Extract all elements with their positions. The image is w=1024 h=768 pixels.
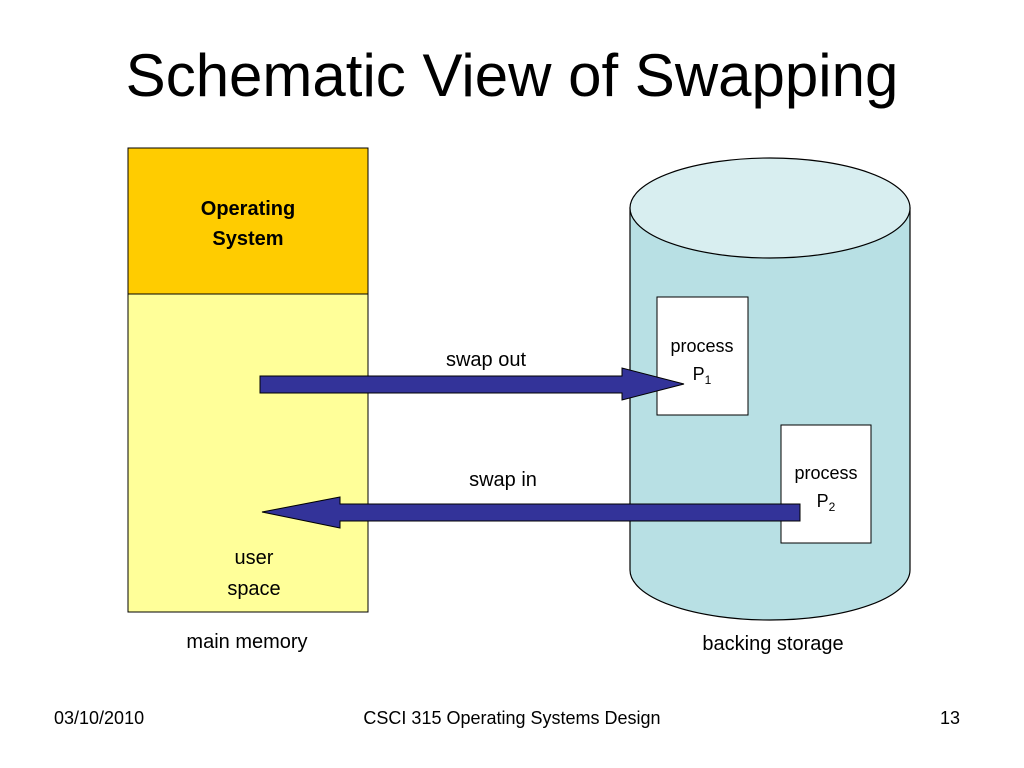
swap-out-label: swap out — [446, 349, 526, 371]
os-label-line1: Operating — [201, 198, 295, 220]
process-p2-box — [780, 424, 872, 544]
footer-course: CSCI 315 Operating Systems Design — [363, 708, 661, 728]
cylinder-top — [629, 157, 911, 259]
process-p1-box — [656, 296, 749, 416]
process-p2-word: process — [794, 463, 857, 483]
process-p2-name: P2 — [817, 491, 836, 514]
process-p1-name: P1 — [693, 364, 712, 387]
footer-date: 03/10/2010 — [54, 708, 145, 728]
user-space-label-line2: space — [227, 578, 280, 600]
process-p1-word: process — [670, 336, 733, 356]
os-region — [127, 147, 369, 295]
backing-storage-cylinder: process P1 process P2 — [629, 157, 911, 621]
swap-out-arrow — [259, 367, 685, 401]
slide-title: Schematic View of Swapping — [125, 42, 899, 109]
swap-in-arrow — [261, 496, 801, 529]
user-space-region — [127, 293, 369, 613]
footer-page-number: 13 — [940, 708, 961, 728]
main-memory: Operating System user space — [127, 147, 369, 613]
swap-in-label: swap in — [469, 469, 537, 491]
user-space-label-line1: user — [235, 547, 274, 569]
backing-storage-caption: backing storage — [702, 633, 843, 655]
main-memory-caption: main memory — [186, 631, 307, 653]
os-label-line2: System — [212, 228, 283, 250]
